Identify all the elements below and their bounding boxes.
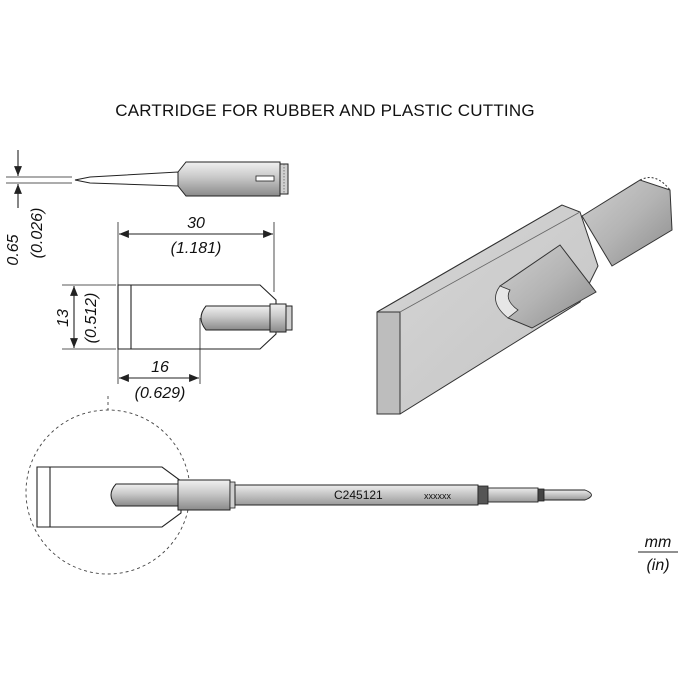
serial-placeholder: xxxxxx <box>424 491 452 501</box>
blade-3d-pin-tip <box>495 285 519 319</box>
cartridge-rear-tube <box>487 487 539 503</box>
holder-side-body <box>177 161 281 197</box>
height-in-label: (0.512) <box>83 293 100 344</box>
thickness-mm-label: 0.65 <box>5 234 22 265</box>
top-view: 30 (1.181) 13 (0.512) 16 (0.629) <box>55 215 293 402</box>
drawing-title: CARTRIDGE FOR RUBBER AND PLASTIC CUTTING <box>115 101 535 120</box>
length-mm-label: 30 <box>187 215 205 232</box>
pin-collar <box>269 303 287 333</box>
cartridge-connector-tip <box>543 489 592 501</box>
blade-3d-top-edge <box>376 204 563 313</box>
length-in-label: (1.181) <box>171 240 222 257</box>
full-cartridge-view: C245121 xxxxxx <box>36 466 592 528</box>
holder-side-slot <box>255 175 275 182</box>
shaft-3d <box>581 179 673 267</box>
part-number: C245121 <box>334 488 383 502</box>
cartridge-sleeve-ring <box>229 481 236 509</box>
cartridge-blade-pin <box>110 483 179 507</box>
units-legend: mm (in) <box>638 534 678 574</box>
cartridge-sleeve <box>177 479 231 511</box>
thickness-in-label: (0.026) <box>29 208 46 259</box>
height-mm-label: 13 <box>55 309 72 327</box>
blade-mounting-pin <box>200 305 271 331</box>
blade-3d-bevel <box>376 311 401 415</box>
offset-in-label: (0.629) <box>135 385 186 402</box>
blade-side-profile <box>74 171 179 187</box>
cartridge-band <box>477 485 489 505</box>
unit-primary: mm <box>645 534 672 551</box>
blade-3d-inner-edge <box>399 211 581 313</box>
cartridge-rear-band <box>537 488 545 502</box>
unit-secondary: (in) <box>646 557 669 574</box>
perspective-view <box>376 177 673 415</box>
pin-cap <box>285 305 293 331</box>
cartridge-blade <box>36 466 182 528</box>
side-view: 0.65 (0.026) <box>5 150 289 266</box>
offset-mm-label: 16 <box>151 359 169 376</box>
